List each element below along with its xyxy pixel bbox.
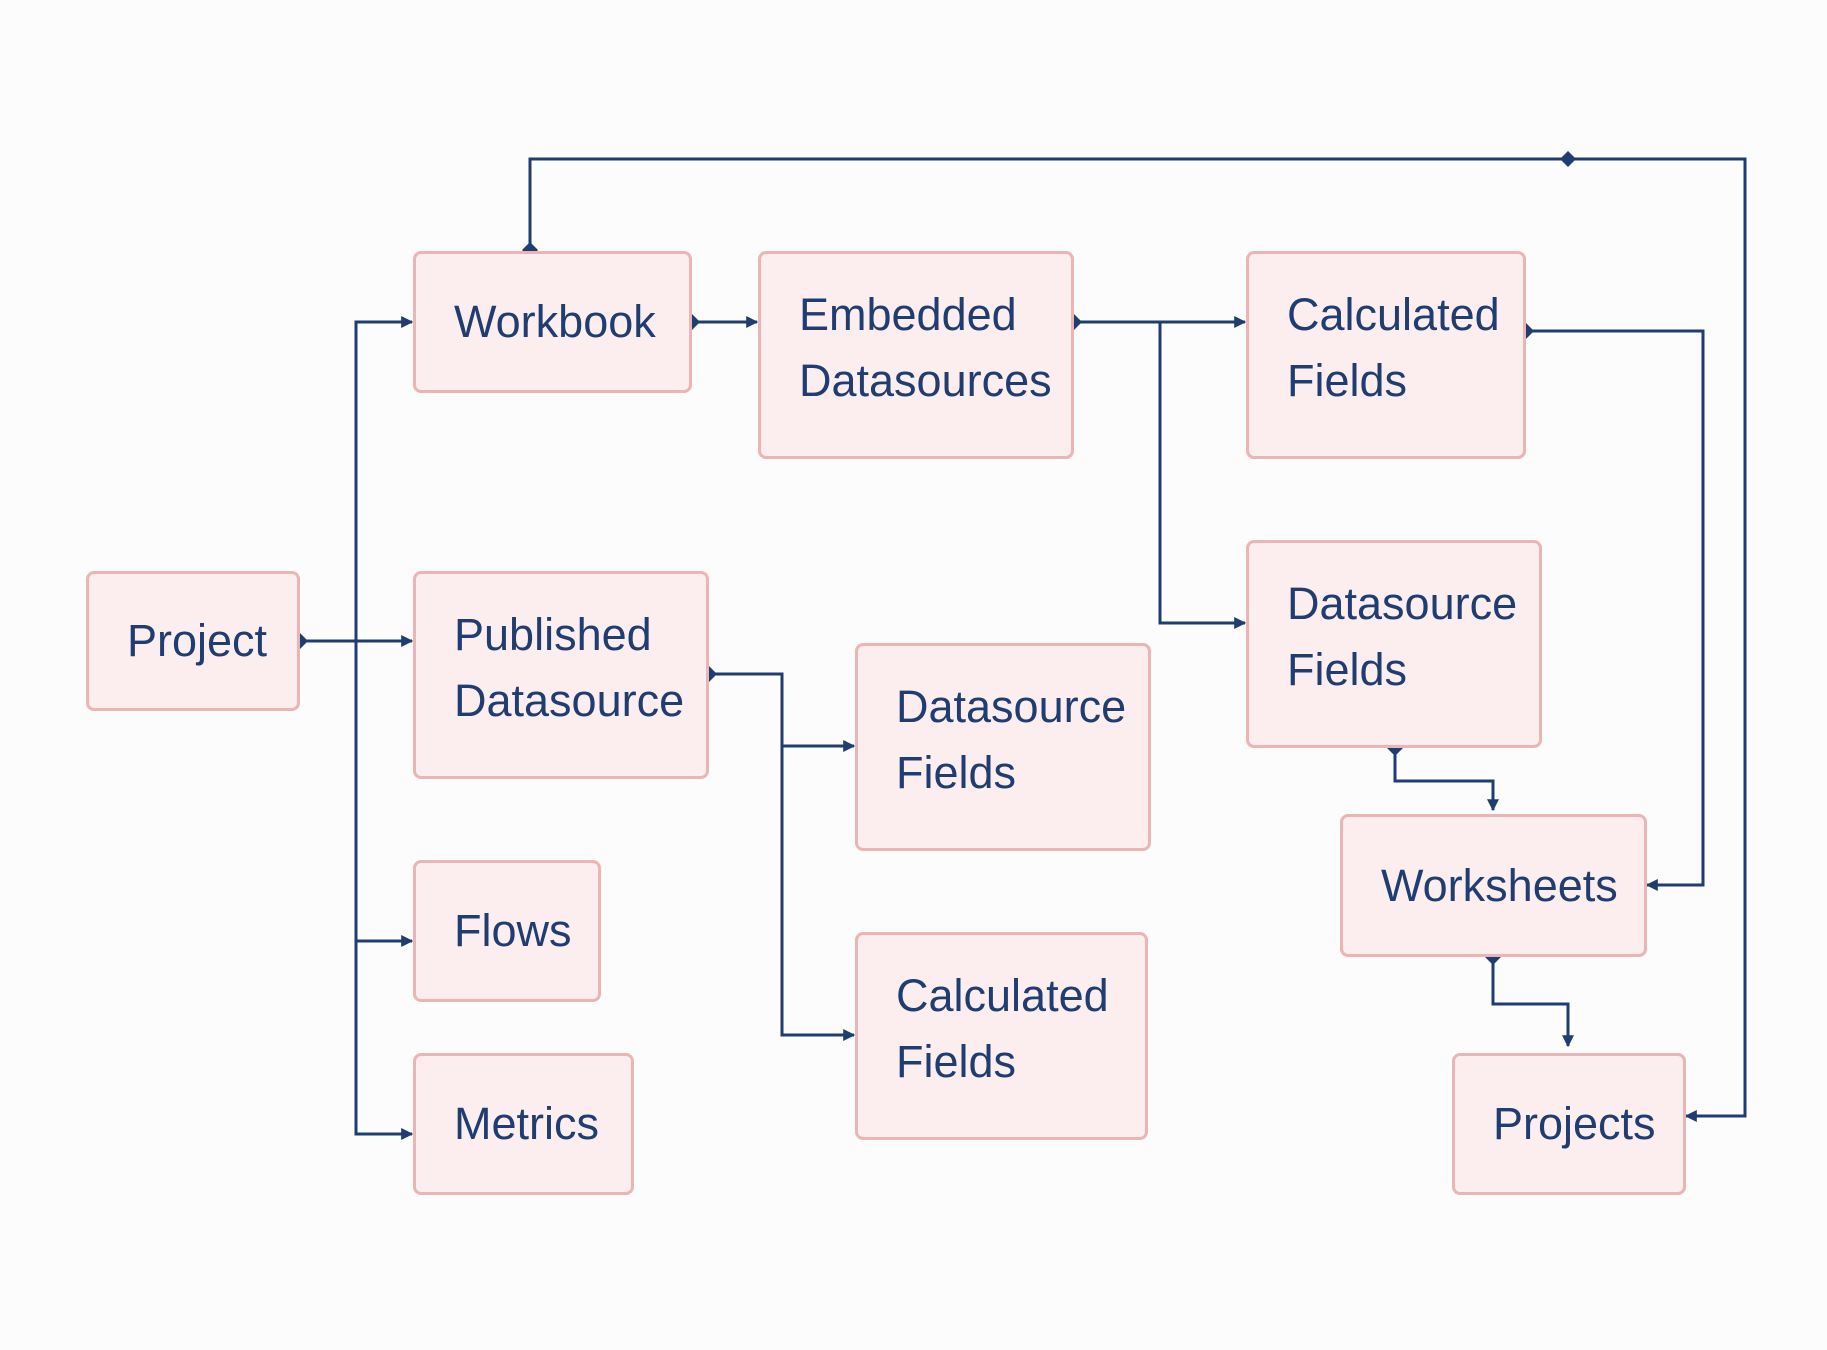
edge-worksheets-projects: [1491, 957, 1574, 1048]
node-workbook: Workbook: [413, 251, 692, 393]
node-datasource-fields-mid: Datasource Fields: [855, 643, 1151, 851]
node-worksheets: Worksheets: [1340, 814, 1647, 957]
node-metrics: Metrics: [413, 1053, 634, 1195]
edge-project-workbook: [300, 316, 414, 643]
edge-published-datasource-fields: [709, 672, 856, 752]
node-flows: Flows: [413, 860, 601, 1002]
node-calculated-fields-mid: Calculated Fields: [855, 932, 1148, 1140]
edge-workbook-projects: [528, 157, 1747, 1122]
connector-diamond: [1560, 151, 1576, 167]
node-projects: Projects: [1452, 1053, 1686, 1195]
node-calculated-fields-top: Calculated Fields: [1246, 251, 1526, 459]
node-datasource-fields-right: Datasource Fields: [1246, 540, 1542, 748]
node-project: Project: [86, 571, 300, 711]
node-embedded-datasources: Embedded Datasources: [758, 251, 1074, 459]
node-published-datasource: Published Datasource: [413, 571, 709, 779]
edge-project-metrics: [354, 941, 414, 1140]
edge-published-calculated-fields: [780, 746, 856, 1041]
edge-embedded-datasource-fields: [1158, 322, 1247, 629]
edge-datasource-fields-worksheets: [1393, 748, 1499, 812]
edge-calculated-fields-worksheets: [1526, 329, 1705, 891]
edge-project-flows: [354, 641, 414, 947]
